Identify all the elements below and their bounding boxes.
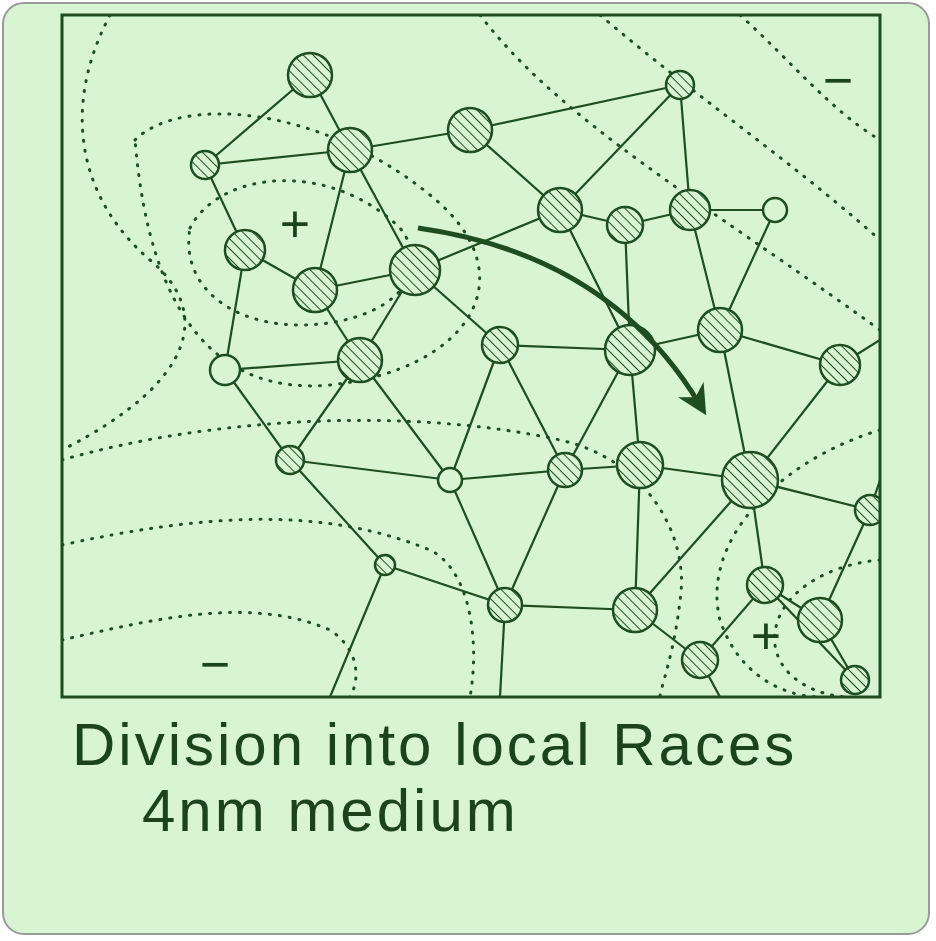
local-populations: [191, 53, 880, 694]
migration-links: [205, 75, 880, 697]
sign-label: −: [200, 638, 230, 690]
figure-caption: Division into local Races 4nm medium: [72, 712, 912, 844]
sign-label: +: [280, 198, 310, 250]
contour-lines: [62, 15, 880, 697]
sign-label: −: [823, 54, 853, 106]
migration-arrow: [418, 228, 700, 405]
sign-label: +: [751, 610, 781, 662]
map-frame: [62, 15, 880, 697]
